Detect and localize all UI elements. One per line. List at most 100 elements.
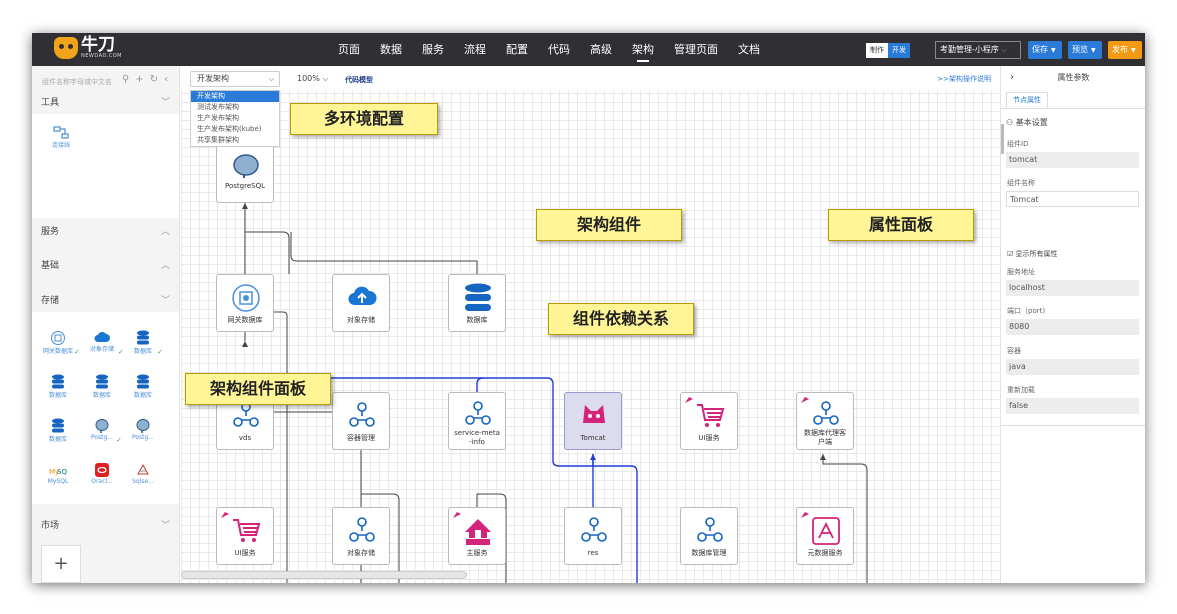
node-postgres[interactable]: PostgreSQL [216, 145, 274, 203]
nav-service[interactable]: 服务 [422, 43, 444, 56]
port-field[interactable]: 8080 [1006, 319, 1139, 335]
show-all-properties-checkbox[interactable]: ☑ 显示所有属性 [1007, 249, 1058, 259]
nav-data[interactable]: 数据 [380, 43, 402, 56]
palette-oracle[interactable]: Oracl... [87, 462, 117, 485]
link-line [476, 493, 507, 583]
palette-database[interactable]: 数据库 [43, 418, 73, 443]
mode-make-button[interactable]: 制作 [866, 43, 888, 58]
market-add-button[interactable]: + [41, 545, 81, 583]
section-tools[interactable]: 工具﹀ [32, 92, 179, 114]
palette-sqlserver[interactable]: Sqlse... [128, 462, 158, 485]
arch-help-link[interactable]: >>架构操作说明 [937, 75, 991, 83]
canvas-horizontal-scrollbar[interactable] [181, 571, 467, 579]
environment-select-value: 开发架构 [197, 74, 229, 83]
brand-logo[interactable]: 牛刀 NEWDAO.COM [54, 37, 122, 59]
node-db-proxy-client[interactable]: 数据库代理客户端 [796, 392, 854, 450]
palette-object-storage[interactable]: 对象存储 [87, 330, 117, 353]
chevron-right-icon[interactable]: › [1010, 72, 1014, 83]
section-market[interactable]: 市场﹀ [32, 515, 179, 537]
component-search-input[interactable]: 组件名称字母或中文名 [42, 78, 112, 86]
nav-page[interactable]: 页面 [338, 43, 360, 56]
section-services[interactable]: 服务︿ [32, 221, 179, 243]
node-meta-service[interactable]: 元数据服务 [796, 507, 854, 565]
palette-postgres[interactable]: Postg... [87, 418, 117, 441]
environment-select[interactable]: 开发架构⌵ [190, 71, 280, 87]
palette-mysql[interactable]: MySQL MySQL [43, 462, 73, 485]
tab-divider [1001, 108, 1145, 109]
link-line [245, 231, 290, 274]
chevron-down-icon: ⌵ [1001, 46, 1007, 54]
reload-field[interactable]: false [1006, 398, 1139, 414]
node-label: 数据库代理客户端 [804, 429, 846, 446]
component-id-field[interactable]: tomcat [1006, 152, 1139, 168]
save-button[interactable]: 保存▼ [1028, 41, 1062, 59]
palette-label: 网关数据库 [43, 348, 74, 355]
node-database[interactable]: 数据库 [448, 274, 506, 332]
palette-database[interactable]: 数据库 [43, 374, 73, 399]
field-label-port: 端口（port) [1007, 307, 1046, 315]
palette-label: Sqlse... [132, 478, 154, 485]
node-res[interactable]: res [564, 507, 622, 565]
node-label: 数据库管理 [691, 549, 727, 557]
palette-label: 数据库 [48, 436, 67, 443]
section-basic[interactable]: 基础︿ [32, 255, 179, 277]
palette-gateway-db[interactable]: 网关数据库 [43, 330, 73, 355]
zoom-select[interactable]: 100% ⌵ [297, 74, 329, 83]
node-object-storage[interactable]: 对象存储 [332, 274, 390, 332]
code-model-link[interactable]: 代码模型 [345, 76, 373, 84]
connector-icon [53, 126, 69, 139]
gateway-db-icon [51, 331, 65, 345]
nav-docs[interactable]: 文档 [738, 43, 760, 56]
refresh-icon[interactable]: ↻ [149, 74, 159, 85]
add-icon[interactable]: + [135, 74, 144, 85]
node-service-meta[interactable]: service-meta-info [448, 392, 506, 450]
env-option-dev[interactable]: 开发架构 [191, 91, 279, 102]
node-ui-service-2[interactable]: UI服务 [216, 507, 274, 565]
storage-body: 网关数据库 ✓ 对象存储 ✓ 数据库 ✓ 数据库 数据库 [32, 312, 179, 504]
node-tomcat[interactable]: Tomcat [564, 392, 622, 450]
field-label-id: 组件ID [1007, 140, 1029, 148]
app-select[interactable]: 考勤管理-小程序 ⌵ [935, 41, 1021, 59]
preview-button[interactable]: 预览▼ [1068, 41, 1102, 59]
env-option-prod[interactable]: 生产发布架构 [197, 114, 239, 122]
nav-code[interactable]: 代码 [548, 43, 570, 56]
service-nodes-icon [349, 517, 375, 542]
node-container-mgmt[interactable]: 容器管理 [332, 392, 390, 450]
env-option-test[interactable]: 测试发布架构 [197, 103, 239, 111]
palette-label: MySQL [47, 478, 69, 485]
node-gateway-db[interactable]: 网关数据库 [216, 274, 274, 332]
node-db-mgmt[interactable]: 数据库管理 [680, 507, 738, 565]
tool-connector[interactable]: 连接线 [46, 126, 76, 149]
palette-database[interactable]: 数据库 [128, 374, 158, 399]
postgres-elephant-icon [95, 419, 109, 433]
nav-flow[interactable]: 流程 [464, 43, 486, 56]
panel-scrollbar[interactable] [1001, 124, 1004, 154]
node-object-storage-2[interactable]: 对象存储 [332, 507, 390, 565]
nav-admin-pages[interactable]: 管理页面 [674, 43, 718, 56]
palette-database[interactable]: 数据库 [87, 374, 117, 399]
node-ui-service[interactable]: UI服务 [680, 392, 738, 450]
container-field[interactable]: java [1006, 359, 1139, 375]
collapse-icon[interactable]: ‹ [164, 74, 169, 85]
tab-node-properties[interactable]: 节点属性 [1006, 92, 1048, 108]
nav-architecture[interactable]: 架构 [632, 33, 654, 66]
section-storage[interactable]: 存储﹀ [32, 290, 179, 312]
search-icon[interactable]: ⚲ [122, 74, 130, 85]
nav-config[interactable]: 配置 [506, 43, 528, 56]
tool-connector-label: 连接线 [51, 142, 70, 149]
service-address-field[interactable]: localhost [1006, 280, 1139, 296]
service-nodes-icon [813, 401, 839, 425]
env-option-shared[interactable]: 共享集群架构 [197, 136, 239, 144]
palette-postgres[interactable]: Postg... [128, 418, 158, 441]
component-name-field[interactable]: Tomcat [1006, 191, 1139, 207]
callout-multi-env: 多环境配置 [290, 103, 438, 135]
palette-database[interactable]: 数据库 [128, 330, 158, 355]
publish-button[interactable]: 发布▼ [1108, 41, 1142, 59]
property-panel-header: › 属性参数 [1001, 66, 1145, 90]
node-main-service[interactable]: 主服务 [448, 507, 506, 565]
mode-dev-button[interactable]: 开发 [888, 43, 910, 58]
nav-advanced[interactable]: 高级 [590, 43, 612, 56]
brand-name: 牛刀 [81, 35, 115, 55]
env-option-prod-kube[interactable]: 生产发布架构(kube) [197, 125, 262, 133]
node-label: 元数据服务 [807, 549, 843, 557]
